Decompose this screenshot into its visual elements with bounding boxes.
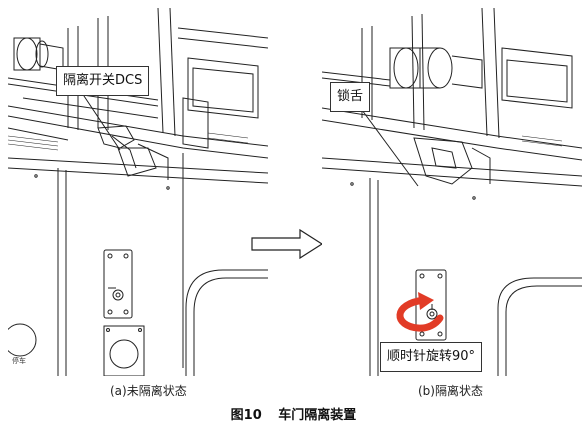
arrow-right-icon: [251, 228, 324, 260]
callout-lock-tongue: 锁舌: [330, 82, 371, 112]
callout-isolation-switch: 隔离开关DCS: [56, 66, 150, 96]
callout-rotate-90: 顺时针旋转90°: [380, 342, 483, 372]
figure-title: 车门隔离装置: [278, 408, 357, 423]
figure-caption: 图10 车门隔离装置: [0, 404, 587, 423]
sticker-text-a: 停车: [12, 356, 26, 365]
caption-isolated: (b)隔离状态: [418, 384, 483, 398]
panel-isolated: 锁舌 顺时针旋转90°: [322, 8, 582, 376]
mechanism-drawing-a: 停车: [8, 8, 268, 376]
figure-number: 图10: [230, 408, 262, 423]
panel-unisolated: 停车 隔离开关DCS: [8, 8, 268, 376]
rotate-clockwise-icon: [396, 292, 444, 332]
caption-unisolated: (a)未隔离状态: [110, 384, 187, 398]
mechanism-drawing-b: [322, 8, 582, 376]
